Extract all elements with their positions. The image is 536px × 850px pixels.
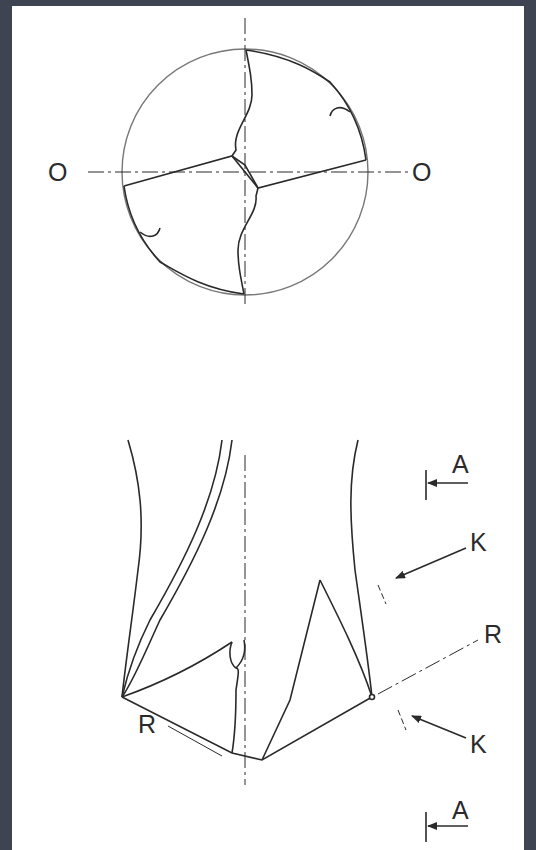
white-panel — [12, 6, 524, 850]
view-letter: A — [452, 798, 469, 823]
view-letter: A — [452, 452, 469, 477]
view-letter: R — [138, 712, 156, 737]
view-letter: K — [470, 732, 487, 757]
view-letter: O — [48, 160, 67, 185]
view-letter: O — [412, 160, 431, 185]
view-letter: R — [484, 622, 502, 647]
view-letter: K — [470, 530, 487, 555]
